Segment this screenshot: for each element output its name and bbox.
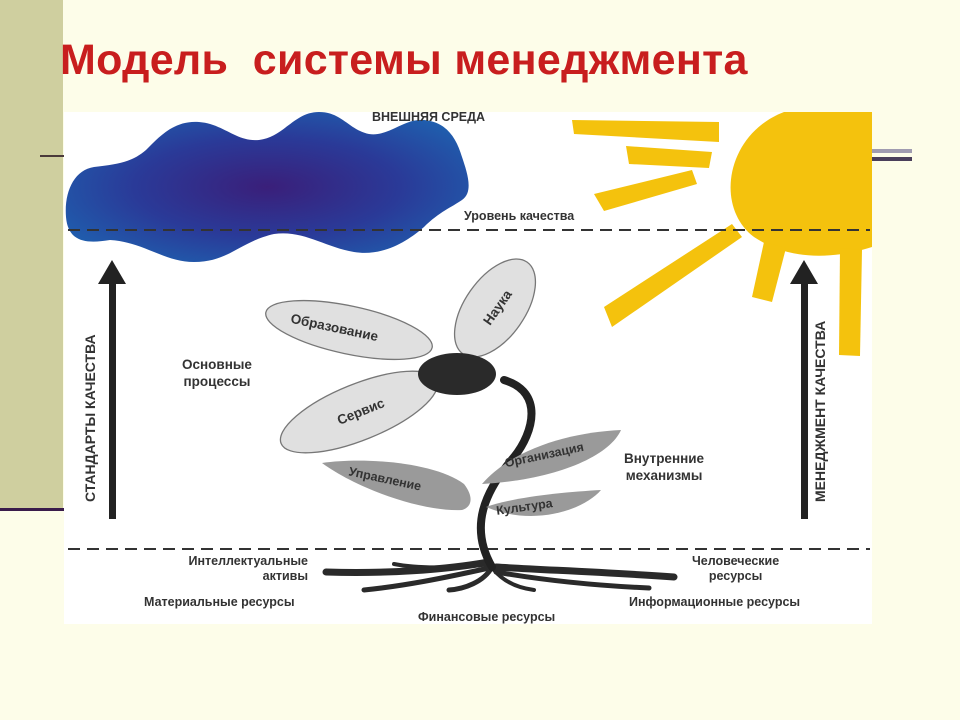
slide-title: Модель системы менеджмента [60, 36, 748, 84]
flower-center [418, 353, 496, 395]
right-decor-bar-dark [868, 157, 912, 161]
quality-level-label: Уровень качества [464, 209, 575, 223]
right-decor-bar [868, 149, 912, 153]
external-env-label: ВНЕШНЯЯ СРЕДА [372, 112, 486, 124]
right-axis-label: МЕНЕДЖМЕНТ КАЧЕСТВА [812, 320, 828, 502]
leaf-culture [486, 490, 601, 516]
side-decor-line [40, 155, 70, 157]
cloud-shape [65, 112, 469, 262]
leaf-management [322, 460, 471, 511]
resource-material-label: Материальные ресурсы [144, 595, 295, 609]
side-decor-line-bottom [0, 508, 70, 511]
right-arrow-icon [790, 260, 818, 519]
sun-icon [572, 112, 872, 356]
side-decor-band [0, 0, 63, 510]
leaf-organization [482, 430, 621, 484]
roots-graphic [322, 558, 678, 593]
internal-mechanisms-label: Внутренние механизмы [624, 451, 705, 483]
flower-stem [476, 376, 536, 571]
diagram-panel: ВНЕШНЯЯ СРЕДА Уровень качества СТАНДАРТЫ… [64, 112, 872, 624]
left-axis-label: СТАНДАРТЫ КАЧЕСТВА [82, 334, 98, 502]
resource-intellectual-label: Интеллектуальные активы [188, 554, 308, 583]
resource-human-label: Человеческие ресурсы [692, 554, 780, 583]
resource-information-label: Информационные ресурсы [629, 595, 801, 609]
left-arrow-icon [98, 260, 126, 519]
petal-education [265, 299, 433, 361]
resource-financial-label: Финансовые ресурсы [418, 610, 556, 624]
diagram-graphics [65, 112, 872, 593]
main-processes-label: Основные процессы [182, 357, 252, 389]
